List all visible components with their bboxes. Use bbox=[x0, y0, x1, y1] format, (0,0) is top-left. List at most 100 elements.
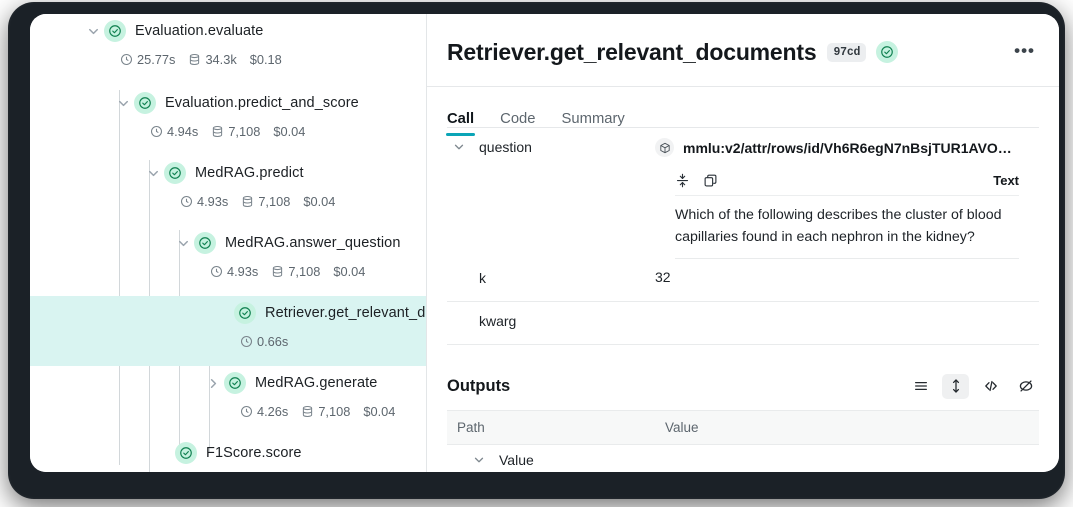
outputs-toolbar[interactable] bbox=[907, 373, 1039, 399]
tree-node-header[interactable]: MedRAG.generate bbox=[202, 370, 377, 396]
tab-code[interactable]: Code bbox=[500, 111, 536, 127]
input-value[interactable]: mmlu:v2/attr/rows/id/Vh6R6egN7nBsjTUR1AV… bbox=[655, 128, 1039, 157]
database-icon bbox=[301, 405, 314, 418]
tree-node-meta: 0.66s bbox=[240, 330, 296, 352]
cost-meta: $0.04 bbox=[273, 124, 305, 139]
check-circle-icon bbox=[224, 372, 246, 394]
input-value-text: 32 bbox=[655, 269, 671, 285]
tokens-value: 34.3k bbox=[205, 51, 237, 67]
cost-value: $0.04 bbox=[303, 193, 336, 209]
code-view-icon[interactable] bbox=[977, 374, 1004, 399]
tree-node-label: Retriever.get_relevant_d bbox=[265, 305, 426, 321]
database-icon bbox=[271, 265, 284, 278]
tokens-value: 7,108 bbox=[258, 193, 291, 209]
trace-tree-panel[interactable]: Evaluation.evaluate 25.77s 34.3k $0.18 bbox=[30, 14, 427, 472]
tree-node-header[interactable]: MedRAG.predict bbox=[142, 160, 304, 186]
cost-value: $0.04 bbox=[363, 403, 396, 419]
cost-value: $0.18 bbox=[249, 51, 282, 67]
chevron-down-icon[interactable] bbox=[112, 92, 134, 114]
tokens-value: 7,108 bbox=[288, 263, 321, 279]
duration-meta: 25.77s bbox=[120, 52, 175, 67]
cost-meta: $0.04 bbox=[303, 194, 335, 209]
collapse-vertical-icon[interactable] bbox=[675, 173, 690, 188]
duration-value: 4.94s bbox=[167, 123, 199, 139]
call-detail-panel: Retriever.get_relevant_documents 97cd ••… bbox=[427, 14, 1059, 472]
tokens-value: 7,108 bbox=[228, 123, 261, 139]
tree-node-header[interactable]: F1Score.score bbox=[175, 440, 302, 466]
clock-icon bbox=[240, 405, 253, 418]
call-id-badge[interactable]: 97cd bbox=[827, 42, 867, 62]
tree-guide-line bbox=[119, 90, 120, 465]
tokens-meta: 7,108 bbox=[301, 404, 350, 419]
tokens-value: 7,108 bbox=[318, 403, 351, 419]
clock-icon bbox=[150, 125, 163, 138]
check-circle-icon bbox=[234, 302, 256, 324]
column-header-path: Path bbox=[457, 420, 485, 435]
tree-row[interactable]: Evaluation.predict_and_score 4.94s 7,108… bbox=[30, 86, 426, 156]
cube-icon bbox=[655, 138, 674, 157]
page-title: Retriever.get_relevant_documents bbox=[447, 38, 817, 65]
database-icon bbox=[211, 125, 224, 138]
input-key: kwarg bbox=[447, 302, 655, 329]
more-options-icon[interactable]: ••• bbox=[1014, 40, 1035, 60]
input-row-k[interactable]: k 32 bbox=[447, 259, 1039, 302]
check-circle-icon bbox=[175, 442, 197, 464]
duration-meta: 4.93s bbox=[180, 194, 228, 209]
input-key: k bbox=[447, 259, 655, 286]
tree-node-header[interactable]: Retriever.get_relevant_d bbox=[234, 300, 425, 326]
check-circle-icon bbox=[104, 20, 126, 42]
duration-value: 25.77s bbox=[137, 51, 176, 67]
tab-call[interactable]: Call bbox=[445, 111, 476, 136]
chevron-down-icon[interactable] bbox=[449, 140, 469, 154]
tree-node-label: F1Score.score bbox=[206, 445, 302, 461]
tree-row[interactable]: MedRAG.predict 4.93s 7,108 $0.04 bbox=[30, 156, 426, 226]
cost-value: $0.04 bbox=[273, 123, 306, 139]
input-row-kwarg[interactable]: kwarg bbox=[447, 302, 1039, 345]
tree-row[interactable]: MedRAG.generate 4.26s 7,108 $0.04 bbox=[30, 366, 426, 436]
duration-meta: 4.26s bbox=[240, 404, 288, 419]
input-row-question[interactable]: question mmlu:v2/attr/rows/id/Vh6R6egN7n… bbox=[447, 128, 1039, 165]
expand-vertical-icon[interactable] bbox=[942, 373, 969, 399]
text-toolbar[interactable]: Text bbox=[675, 165, 1019, 196]
tab-summary[interactable]: Summary bbox=[561, 111, 625, 127]
tree-node-meta: 4.26s 7,108 $0.04 bbox=[240, 400, 403, 422]
duration-value: 4.93s bbox=[227, 263, 259, 279]
tree-node-header[interactable]: Evaluation.evaluate bbox=[82, 18, 263, 44]
tree-node-meta: 4.93s 7,108 $0.04 bbox=[180, 190, 343, 212]
clock-icon bbox=[180, 195, 193, 208]
tab-bar[interactable]: Call Code Summary bbox=[427, 87, 1059, 136]
chevron-down-icon[interactable] bbox=[142, 162, 164, 184]
outputs-table-header: Path Value bbox=[447, 411, 1039, 445]
cost-meta: $0.04 bbox=[333, 264, 365, 279]
duration-value: 4.93s bbox=[197, 193, 229, 209]
hide-icon[interactable] bbox=[1012, 374, 1039, 399]
tokens-meta: 34.3k bbox=[188, 51, 237, 67]
tree-node-label: MedRAG.generate bbox=[255, 375, 378, 391]
tree-row[interactable]: F1Score.score bbox=[30, 436, 426, 472]
duration-meta: 0.66s bbox=[240, 334, 288, 349]
column-header-value: Value bbox=[665, 420, 699, 435]
list-view-icon[interactable] bbox=[907, 374, 934, 399]
text-format-label: Text bbox=[993, 172, 1019, 188]
input-key-label: k bbox=[479, 270, 486, 286]
database-icon bbox=[241, 195, 254, 208]
duration-meta: 4.93s bbox=[210, 264, 258, 279]
chevron-down-icon[interactable] bbox=[172, 232, 194, 254]
copy-icon[interactable] bbox=[703, 173, 718, 188]
question-text-block: Text Which of the following describes th… bbox=[675, 165, 1019, 259]
check-circle-icon bbox=[134, 92, 156, 114]
tree-row[interactable]: Evaluation.evaluate 25.77s 34.3k $0.18 bbox=[30, 14, 426, 86]
chevron-down-icon[interactable] bbox=[82, 20, 104, 42]
tree-row[interactable]: MedRAG.answer_question 4.93s 7,108 $0.04 bbox=[30, 226, 426, 296]
table-row[interactable]: Value bbox=[447, 445, 1039, 472]
tree-node-header[interactable]: Evaluation.predict_and_score bbox=[112, 90, 359, 116]
input-key-label: kwarg bbox=[479, 313, 517, 329]
clock-icon bbox=[210, 265, 223, 278]
chevron-down-icon[interactable] bbox=[469, 453, 489, 467]
tree-node-header[interactable]: MedRAG.answer_question bbox=[172, 230, 401, 256]
tree-row-selected[interactable]: Retriever.get_relevant_d 0.66s bbox=[30, 296, 426, 366]
duration-value: 4.26s bbox=[257, 403, 289, 419]
tree-node-meta: 4.94s 7,108 $0.04 bbox=[150, 120, 313, 142]
chevron-right-icon[interactable] bbox=[202, 372, 224, 394]
detail-header: Retriever.get_relevant_documents 97cd ••… bbox=[427, 14, 1059, 74]
